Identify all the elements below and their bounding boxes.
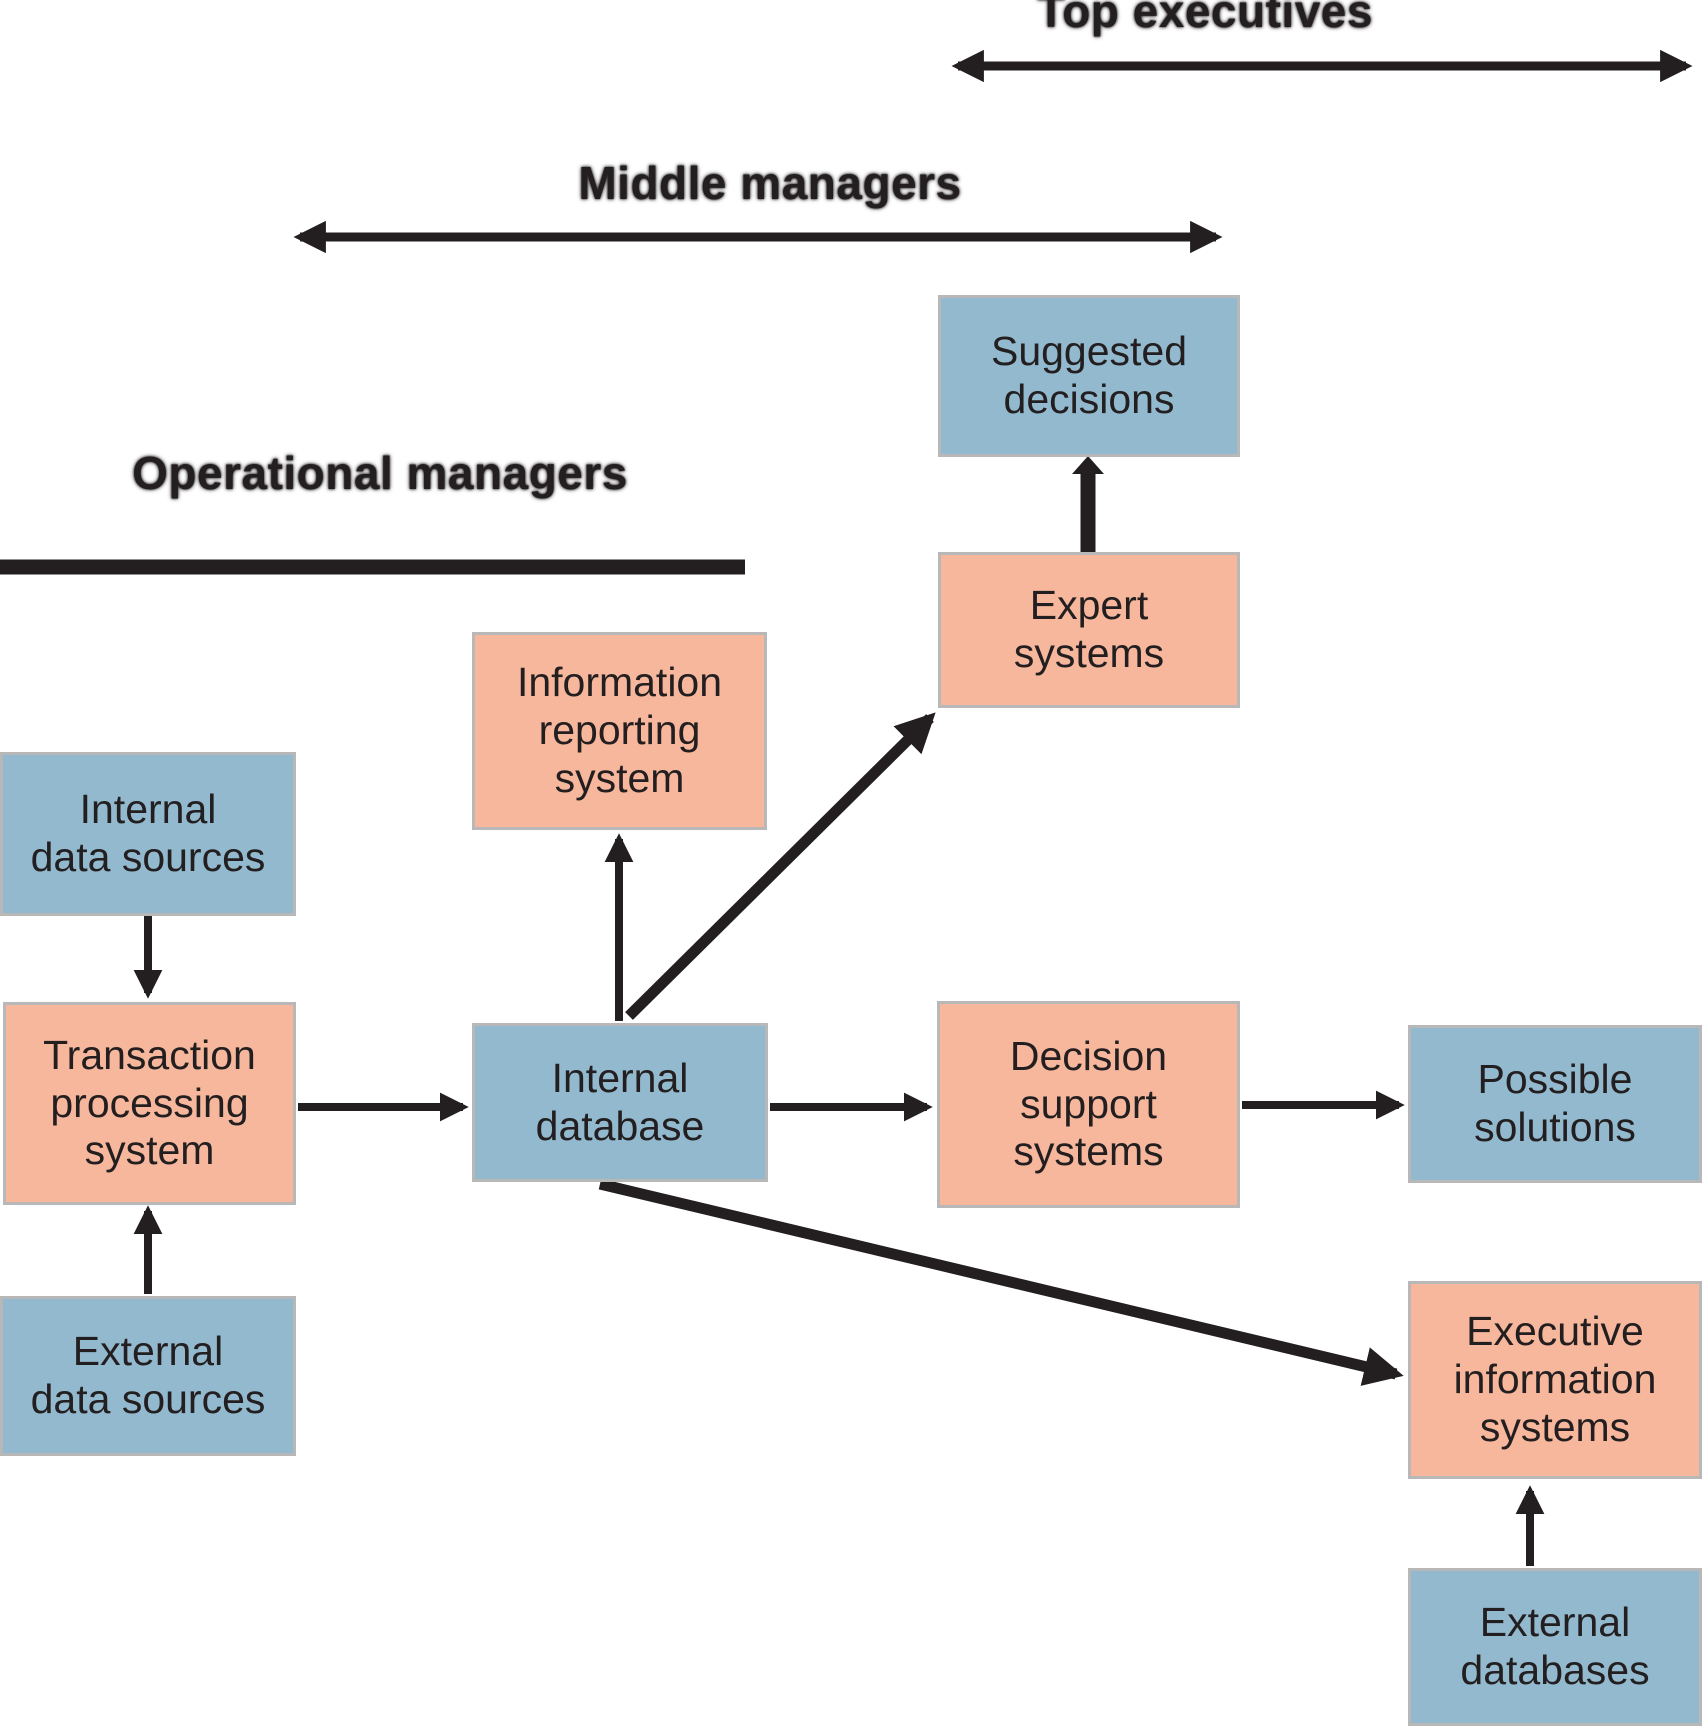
box-expert-systems: Expert systems xyxy=(938,552,1240,708)
arrowhead-expert-systems-to-suggested-decisions xyxy=(1072,456,1104,474)
box-external-databases: External databases xyxy=(1408,1568,1702,1726)
box-executive-information-systems-label: Executive information systems xyxy=(1453,1308,1657,1450)
box-transaction-processing-system-label: Transaction processing system xyxy=(43,1031,256,1174)
box-information-reporting-system-label: Information reporting system xyxy=(516,659,723,801)
box-internal-data-sources: Internal data sources xyxy=(0,752,296,916)
box-external-data-sources-label: External data sources xyxy=(30,1328,266,1422)
box-information-reporting-system: Information reporting system xyxy=(472,632,767,830)
box-possible-solutions: Possible solutions xyxy=(1408,1025,1702,1183)
box-internal-data-sources-label: Internal data sources xyxy=(30,786,266,880)
box-decision-support-systems: Decision support systems xyxy=(937,1001,1240,1208)
arrow-internal-database-to-expert-systems xyxy=(625,712,936,1020)
box-internal-database: Internal database xyxy=(472,1023,768,1182)
box-expert-systems-label: Expert systems xyxy=(1013,582,1165,676)
middle-managers-label: Middle managers xyxy=(578,157,962,209)
box-external-databases-label: External databases xyxy=(1460,1599,1650,1693)
box-possible-solutions-label: Possible solutions xyxy=(1474,1056,1636,1150)
top-executives-label: Top executives xyxy=(1037,0,1373,37)
box-internal-database-label: Internal database xyxy=(535,1054,705,1149)
box-decision-support-systems-label: Decision support systems xyxy=(1009,1032,1168,1175)
operational-managers-label: Operational managers xyxy=(132,447,628,499)
box-suggested-decisions: Suggested decisions xyxy=(938,295,1240,457)
box-suggested-decisions-label: Suggested decisions xyxy=(990,328,1188,422)
box-executive-information-systems: Executive information systems xyxy=(1408,1281,1702,1479)
arrow-internal-database-to-executive-information-systems xyxy=(598,1178,1404,1386)
box-transaction-processing-system: Transaction processing system xyxy=(3,1002,296,1205)
box-external-data-sources: External data sources xyxy=(0,1296,296,1456)
